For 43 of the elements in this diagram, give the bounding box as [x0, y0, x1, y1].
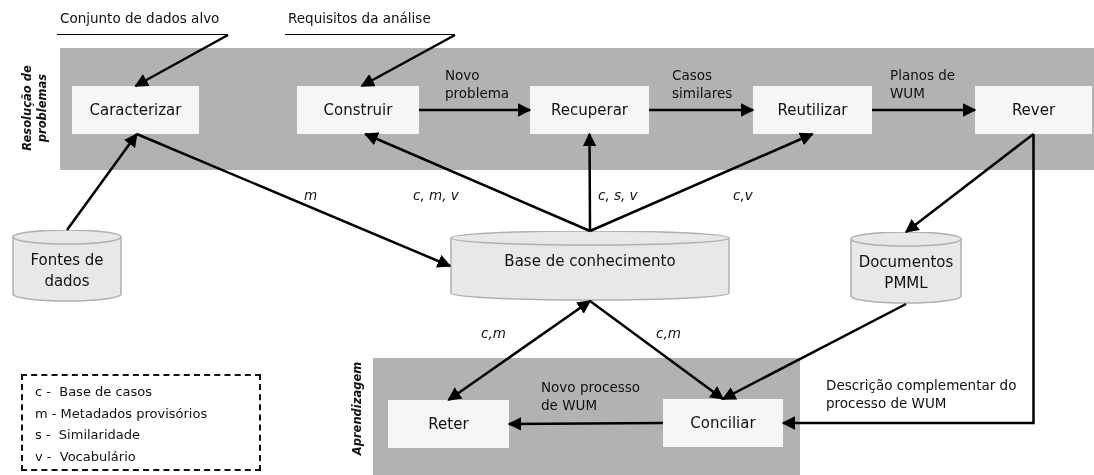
process-box: Rever	[975, 86, 1092, 134]
arrow	[136, 132, 452, 268]
edge-label: Planos de WUM	[890, 66, 957, 102]
legend-entry: v - Vocabulário	[35, 447, 137, 466]
process-box: Reter	[388, 400, 509, 448]
arrow	[507, 417, 663, 431]
arrow	[419, 103, 532, 117]
arrow	[66, 132, 138, 231]
legend-entry: m - Metadados provisórios	[35, 404, 209, 423]
arrow	[589, 300, 725, 400]
edge-label: Casos similares	[672, 66, 734, 102]
arrow	[721, 302, 907, 401]
edge-label: Descrição complementar do processo de WUM	[826, 376, 1018, 412]
database-cylinder: Documentos PMML	[850, 232, 962, 304]
input-note: Conjunto de dados alvo	[57, 10, 228, 35]
process-box: Construir	[297, 86, 419, 134]
legend-entry: s - Similaridade	[35, 426, 141, 444]
process-box: Caracterizar	[72, 86, 199, 134]
arrow	[649, 103, 755, 117]
edge-label: c,m	[656, 324, 681, 342]
database-cylinder: Fontes de dados	[12, 230, 122, 302]
arrow	[364, 132, 591, 233]
arrow	[781, 134, 1035, 430]
lane-title: Aprendizagem	[350, 360, 365, 458]
process-box: Reutilizar	[753, 86, 872, 134]
arrow	[582, 132, 597, 231]
arrow	[872, 103, 977, 117]
edge-label: c,m	[481, 324, 506, 342]
arrow	[447, 299, 592, 402]
edge-label: Novo processo de WUM	[541, 378, 642, 414]
edge-label: c,v	[733, 186, 753, 204]
process-box: Conciliar	[663, 399, 783, 447]
process-box: Recuperar	[530, 86, 649, 134]
legend-entry: c - Base de casos	[35, 383, 154, 401]
database-cylinder: Base de conhecimento	[450, 231, 730, 301]
edge-label: Novo problema	[445, 66, 511, 102]
edge-label: m	[304, 186, 318, 204]
arrow	[904, 133, 1035, 233]
arrow	[589, 132, 814, 233]
lane-title: Resolução de problemas	[20, 64, 50, 153]
edge-label: c, m, v	[413, 186, 459, 204]
edge-label: c, s, v	[598, 186, 638, 204]
input-note: Requisitos da análise	[285, 10, 455, 35]
